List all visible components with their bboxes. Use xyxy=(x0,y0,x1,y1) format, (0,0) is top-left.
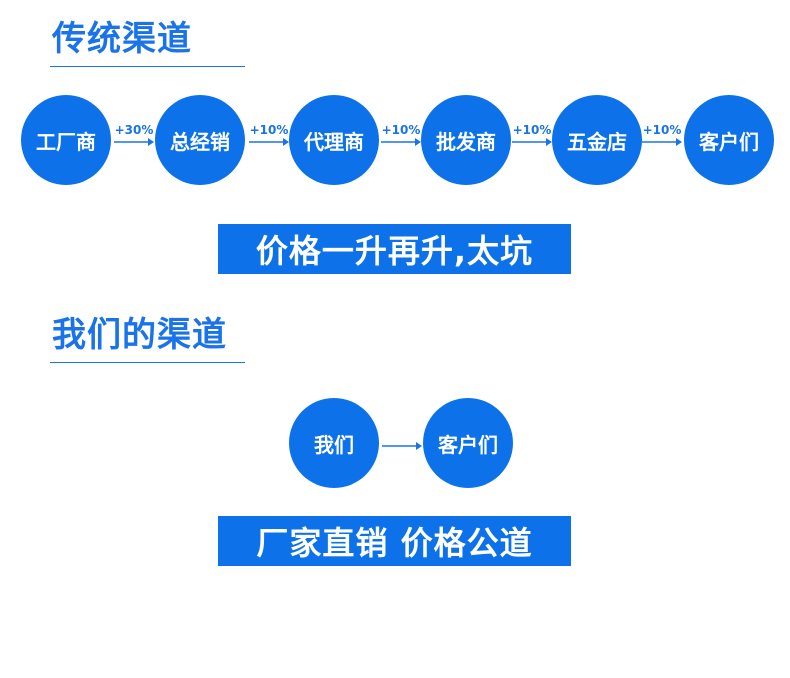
section-title-traditional: 传统渠道 xyxy=(52,19,192,59)
flow-node-general-distributor: 总经销 xyxy=(155,95,245,185)
markup-label: +30% xyxy=(114,123,154,137)
section-title-ours: 我们的渠道 xyxy=(52,315,227,355)
markup-label: +10% xyxy=(512,123,552,137)
arrow-icon xyxy=(642,138,682,146)
flow-node-wholesaler: 批发商 xyxy=(421,95,511,185)
flow-node-us: 我们 xyxy=(289,398,379,488)
markup-label: +10% xyxy=(381,123,421,137)
arrow-icon xyxy=(382,442,422,450)
title-underline xyxy=(50,362,245,363)
arrow-icon xyxy=(114,138,154,146)
flow-node-manufacturer: 工厂商 xyxy=(21,95,111,185)
banner-direct-sale: 厂家直销 价格公道 xyxy=(218,516,571,566)
flow-node-agent: 代理商 xyxy=(289,95,379,185)
markup-label: +10% xyxy=(249,123,289,137)
arrow-icon xyxy=(512,138,552,146)
flow-node-customers: 客户们 xyxy=(684,95,774,185)
markup-label: +10% xyxy=(642,123,682,137)
flow-node-hardware-store: 五金店 xyxy=(552,95,642,185)
title-underline xyxy=(50,66,245,67)
arrow-icon xyxy=(381,138,421,146)
banner-price-rising: 价格一升再升,太坑 xyxy=(218,224,571,274)
flow-node-customers: 客户们 xyxy=(423,398,513,488)
arrow-icon xyxy=(249,138,289,146)
